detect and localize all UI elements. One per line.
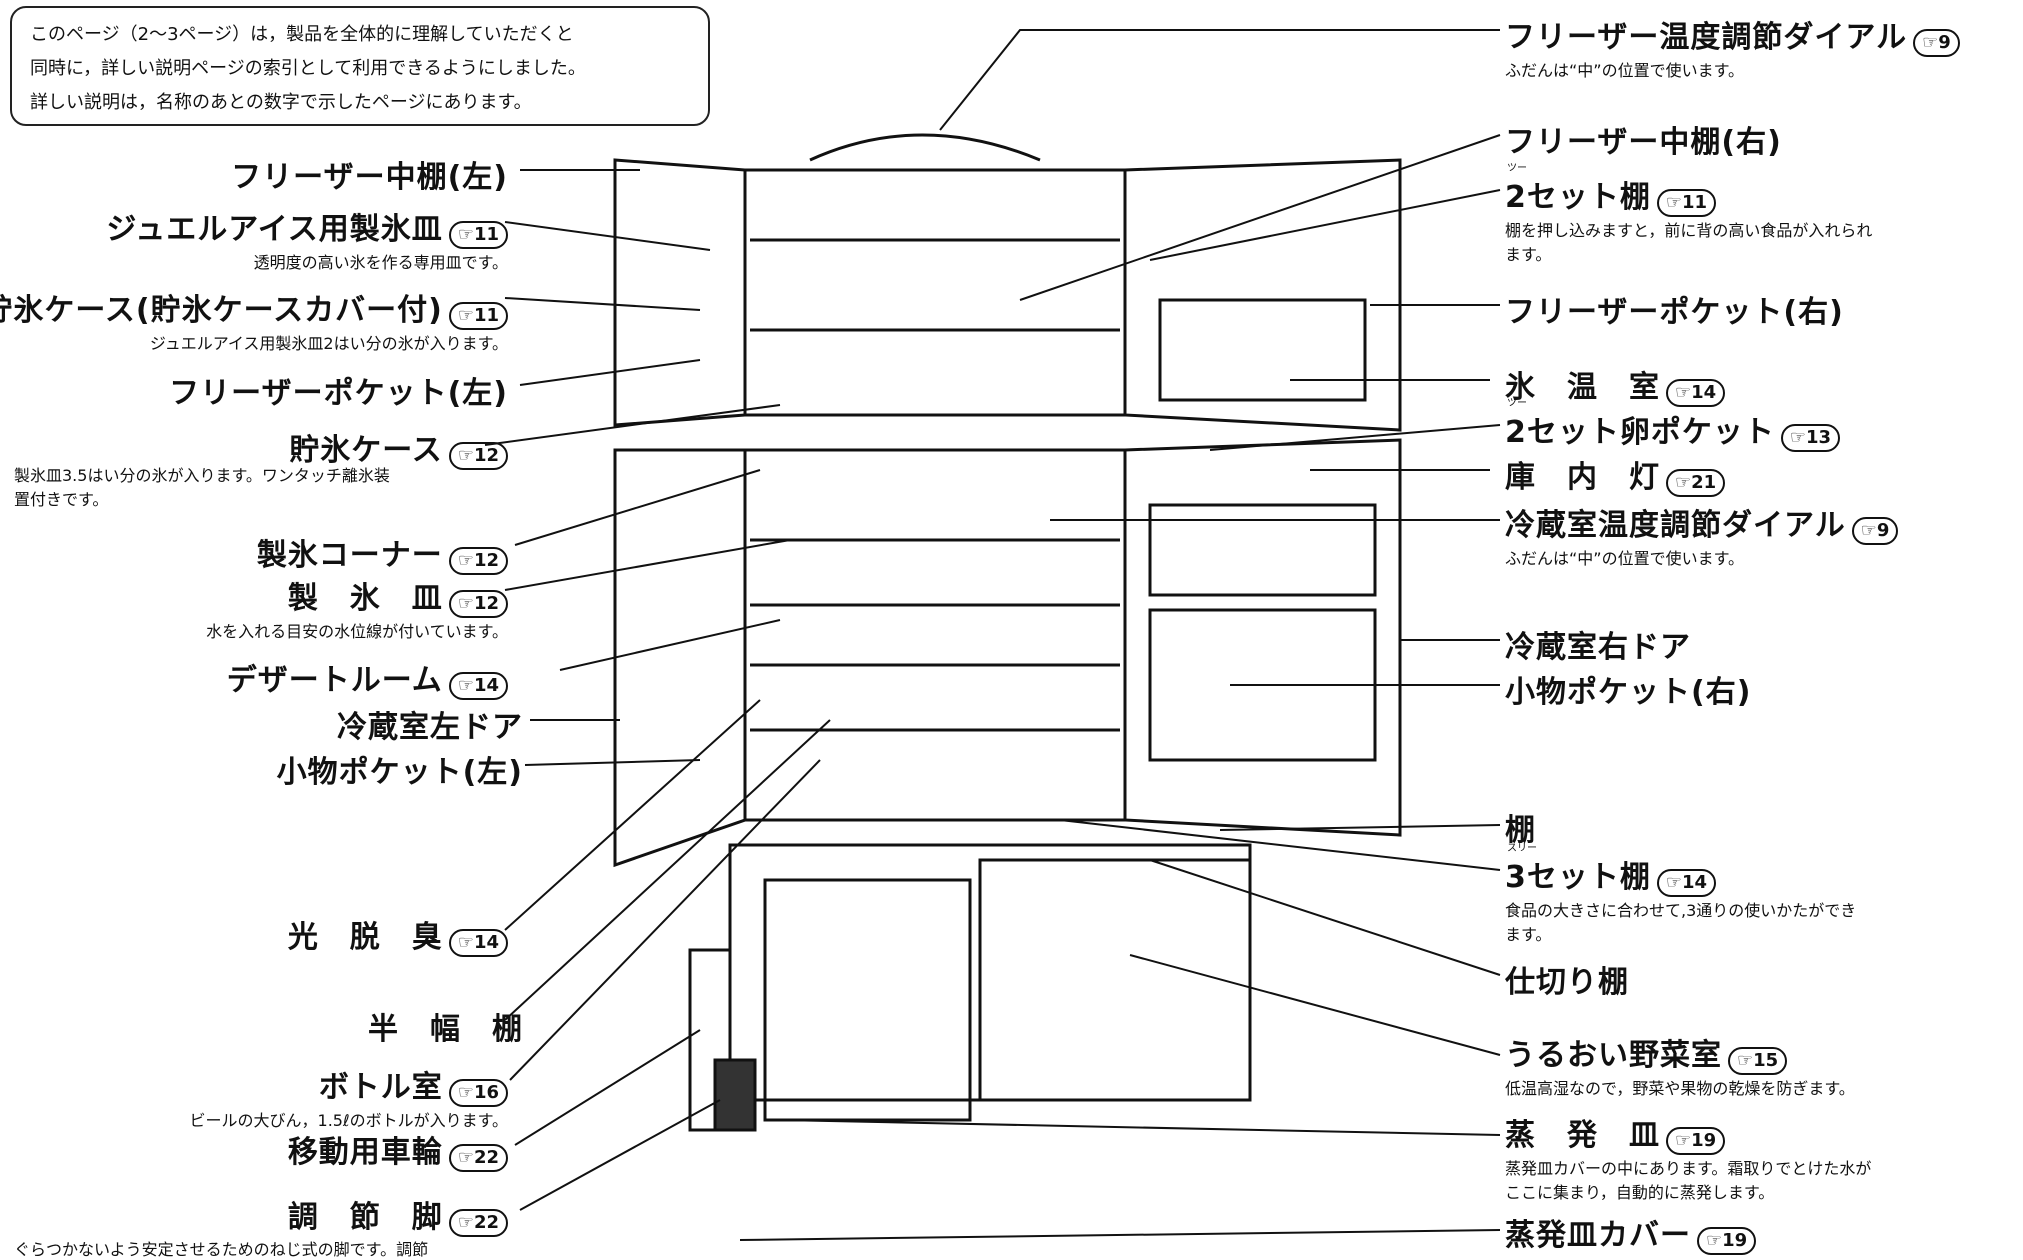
bottle-compartment (688, 948, 732, 1132)
freezer-compartment (743, 168, 1127, 417)
intro-note-box: このページ（2～3ページ）は，製品を全体的に理解していただくと 同時に，詳しい説… (10, 6, 710, 126)
page-ref-badge: ☞19 (1697, 1226, 1757, 1255)
label-freezer-middle-shelf-left: フリーザー中棚(左) (231, 160, 508, 195)
label-freezer-pocket-right: フリーザーポケット(右) (1505, 295, 1844, 330)
label-ice-storage-case: 貯氷ケース☞12 (289, 425, 508, 470)
label-interior-light: 庫 内 灯☞21 (1505, 452, 1726, 497)
vegetable-drawer-door-right (978, 858, 1252, 1102)
page-ref-badge: ☞15 (1728, 1046, 1788, 1075)
page-ref-badge: ☞19 (1666, 1126, 1726, 1155)
drain-pan-cover (713, 1058, 757, 1132)
page-ref-badge: ☞12 (448, 441, 508, 470)
intro-line-1: このページ（2～3ページ）は，製品を全体的に理解していただくと (30, 24, 574, 45)
page-ref-badge: ☞22 (448, 1143, 508, 1172)
vegetable-drawer-door-left (763, 878, 972, 1122)
label-ice-temp-room: 氷 温 室☞14 (1505, 362, 1726, 407)
page-ref-badge: ☞16 (448, 1078, 508, 1107)
page-ref-badge: ☞14 (1666, 378, 1726, 407)
label-dessert-room: デザートルーム☞14 (227, 655, 508, 700)
fridge-left-door (613, 448, 747, 868)
page-ref-badge: ☞14 (448, 671, 508, 700)
page-ref-badge: ☞14 (1656, 868, 1717, 897)
label-half-width-shelf: 半 幅 棚 (368, 1012, 523, 1047)
label-freezer-temp-dial: フリーザー温度調節ダイアル☞9 ふだんは“中”の位置で使います。 (1505, 12, 1960, 81)
page-ref-badge: ☞12 (448, 589, 508, 618)
label-freezer-pocket-left: フリーザーポケット(左) (169, 376, 508, 411)
label-small-pocket-right: 小物ポケット(右) (1505, 675, 1752, 710)
label-shelf: 棚 (1505, 813, 1536, 848)
page-ref-badge: ☞11 (1656, 188, 1717, 217)
page-ref-badge: ☞9 (1913, 28, 1960, 57)
label-fridge-temp-dial: 冷蔵室温度調節ダイアル☞9 ふだんは“中”の位置で使います。 (1505, 500, 1899, 569)
right-door-pocket-upper (1148, 503, 1377, 597)
fridge-right-door (1123, 438, 1402, 837)
fridge-compartment (743, 448, 1127, 822)
label-drain-pan: 蒸 発 皿☞19 蒸発皿カバーの中にあります。霜取りでとけた水が ここに集まり，… (1505, 1118, 1872, 1202)
page-ref-badge: ☞9 (1851, 516, 1899, 545)
label-fridge-right-door: 冷蔵室右ドア (1505, 630, 1691, 665)
label-small-pocket-left: 小物ポケット(左) (276, 755, 523, 790)
label-fridge-left-door: 冷蔵室左ドア (337, 710, 523, 745)
freezer-left-door (613, 158, 747, 427)
door-swing-arc (809, 133, 1041, 162)
label-ice-storage-case-with-cover: 貯氷ケース(貯氷ケースカバー付)☞11 ジュエルアイス用製氷皿2はい分の氷が入り… (0, 293, 508, 353)
intro-line-2: 同時に，詳しい説明ページの索引として利用できるようにしました。 (30, 58, 586, 79)
desc-ice-storage-case: 製氷皿3.5はい分の氷が入ります。ワンタッチ離氷装 置付きです。 (14, 466, 390, 509)
page-ref-badge: ☞11 (448, 220, 508, 249)
label-jewel-ice-tray: ジュエルアイス用製氷皿☞11 透明度の高い氷を作る専用皿です。 (106, 212, 508, 272)
page-ref-badge: ☞11 (448, 301, 508, 330)
page-ref-badge: ☞14 (448, 928, 508, 957)
desc-adjustable-feet: ぐらつかないよう安定させるためのねじ式の脚です。調節 (14, 1240, 429, 1259)
freezer-right-pocket (1158, 298, 1367, 402)
label-light-deodorizer: 光 脱 臭☞14 (288, 912, 508, 957)
page-ref-badge: ☞13 (1780, 423, 1841, 452)
vegetable-drawer-body (728, 843, 1252, 1102)
label-partition-shelf: 仕切り棚 (1505, 965, 1629, 1000)
page-ref-badge: ☞22 (448, 1208, 508, 1237)
label-ice-maker-corner: 製氷コーナー☞12 (257, 530, 508, 575)
label-bottle-room: ボトル室☞16 ビールの大びん，1.5ℓのボトルが入ります。 (189, 1070, 508, 1130)
label-ice-tray: 製 氷 皿☞12 水を入れる目安の水位線が付いています。 (206, 581, 508, 641)
label-moving-wheels: 移動用車輪☞22 (288, 1127, 508, 1172)
page-ref-badge: ☞21 (1666, 468, 1726, 497)
freezer-right-door (1123, 158, 1402, 432)
page-ref-badge: ☞12 (448, 546, 508, 575)
label-moist-vegetable-room: うるおい野菜室☞15 低温高湿なので，野菜や果物の乾燥を防ぎます。 (1505, 1038, 1855, 1098)
label-adjustable-feet: 調 節 脚☞22 (288, 1192, 508, 1237)
label-drain-pan-cover: 蒸発皿カバー☞19 (1505, 1210, 1757, 1255)
intro-line-3: 詳しい説明は，名称のあとの数字で示したページにあります。 (30, 92, 532, 113)
label-freezer-middle-shelf-right: フリーザー中棚(右) (1505, 125, 1782, 160)
